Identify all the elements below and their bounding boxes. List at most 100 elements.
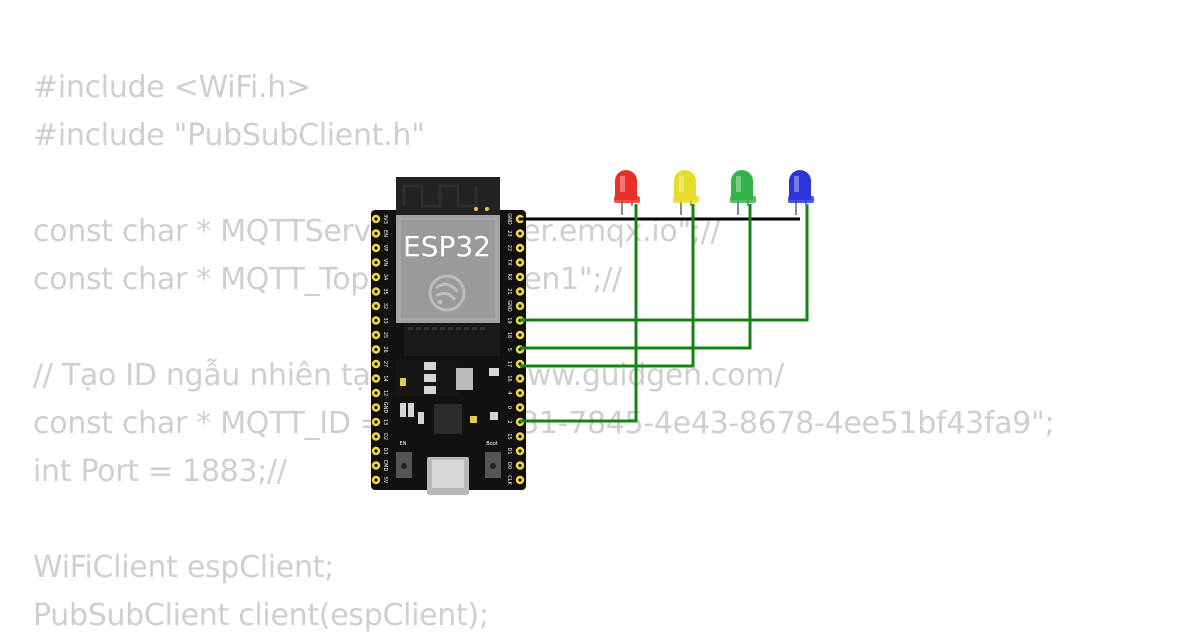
smd-component — [424, 374, 436, 382]
pin-label: 32 — [382, 303, 388, 309]
led-green[interactable] — [730, 170, 756, 215]
antenna-trace-icon — [402, 184, 478, 208]
code-line: #include "PubSubClient.h" — [33, 118, 425, 153]
pin-label: 4 — [506, 391, 512, 394]
espressif-logo-icon — [428, 274, 466, 312]
pin-label: 15 — [506, 433, 512, 439]
code-line: const char * MQTT_Topic = "IoT/den1";// — [33, 262, 622, 297]
pin-label: 17 — [506, 361, 512, 367]
pin-label: 19 — [506, 317, 512, 323]
header-pin-hole — [374, 449, 378, 453]
header-pin-hole — [374, 260, 378, 265]
wire-green-led — [520, 204, 752, 350]
pin-label: D0 — [506, 462, 512, 469]
shield-inner — [399, 218, 497, 320]
smd-component — [489, 368, 499, 376]
pin-label: 5V — [382, 477, 388, 484]
pin-label: 34 — [382, 274, 388, 280]
header-pin-hole — [374, 478, 378, 482]
smd-resistor — [400, 378, 406, 386]
header-pin-hole — [374, 405, 378, 410]
code-line: #include <WiFi.h> — [33, 70, 311, 105]
led-body — [731, 170, 753, 200]
header-pin-hole — [374, 246, 378, 250]
led-body — [789, 170, 811, 200]
header-pin-hole — [374, 391, 378, 395]
pin-label: 33 — [382, 317, 388, 323]
pin-label: 18 — [506, 332, 512, 338]
header-pin-hole — [518, 304, 522, 308]
boot-button-knob — [490, 463, 496, 469]
led-highlight — [620, 176, 625, 192]
header-pin-hole — [518, 275, 522, 279]
pin-label: 25 — [382, 332, 388, 338]
smd-component — [424, 362, 436, 370]
pin-label: D3 — [382, 447, 388, 454]
pin-label: RX — [506, 274, 512, 281]
antenna-led — [485, 207, 489, 211]
smd-component — [408, 403, 414, 417]
esp32-board[interactable]: ESP32 EN Boot — [371, 177, 526, 495]
led-red[interactable] — [614, 170, 640, 215]
pin-label: CLK — [506, 475, 512, 485]
pin-label: CMD — [382, 460, 388, 472]
header-pin-hole — [518, 231, 522, 236]
pin-label: 14 — [382, 375, 388, 381]
pin-label: 35 — [382, 288, 388, 294]
en-button-knob — [401, 463, 407, 469]
wires — [520, 204, 809, 423]
pin-label: GND — [506, 300, 512, 312]
header-pin-hole — [374, 275, 378, 279]
pin-label: 21 — [506, 288, 512, 294]
header-pin-hole — [518, 405, 522, 410]
code-line: WiFiClient espClient; — [33, 550, 334, 585]
pin-label: 12 — [382, 390, 388, 396]
header-pin-hole — [518, 434, 522, 439]
code-line: int Port = 1883;// — [33, 454, 287, 489]
led-yellow[interactable] — [673, 170, 699, 215]
pin-label: 13 — [382, 419, 388, 425]
boot-button-label: Boot — [486, 441, 498, 447]
en-button-label: EN — [400, 441, 407, 447]
pin-label: 3V3 — [382, 214, 388, 224]
code-line: // Tạo ID ngẫu nhiên tại: https://www.gu… — [33, 358, 784, 393]
pin-label: 16 — [506, 375, 512, 381]
header-pin-hole — [518, 391, 522, 395]
board-name: ESP32 — [403, 230, 491, 263]
header-pin-hole — [374, 420, 378, 424]
header-pin-hole — [374, 347, 378, 352]
led-body — [674, 170, 696, 200]
header-pin-hole — [374, 333, 378, 337]
header-pin-hole — [518, 449, 522, 453]
antenna-led — [474, 207, 478, 211]
header-pin-hole — [374, 304, 378, 308]
wire-yellow-led — [520, 204, 695, 368]
usb-uart-chip — [434, 404, 462, 434]
header-pin-hole — [374, 362, 378, 366]
pin-label: 5 — [506, 348, 512, 351]
header-pin-hole — [518, 376, 522, 381]
pin-label: 22 — [506, 245, 512, 251]
left-pin-header: 3V3ENVPVN343532332526271412GND13D2D3CMD5… — [371, 214, 388, 485]
header-pin-hole — [374, 289, 378, 294]
header-pin-hole — [518, 246, 522, 250]
pin-label: EN — [382, 230, 388, 237]
led-group — [614, 170, 814, 215]
led-highlight — [736, 176, 741, 192]
header-pin-hole — [374, 318, 378, 323]
smd-component — [424, 386, 436, 394]
smd-led — [470, 416, 477, 423]
header-pin-hole — [518, 260, 522, 265]
pin-label: VP — [382, 245, 388, 251]
led-blue[interactable] — [788, 170, 814, 215]
smd-component — [418, 412, 424, 424]
module-pad-row — [408, 327, 485, 330]
smd-component — [400, 403, 406, 417]
pin-label: 2 — [506, 420, 512, 423]
header-pin-hole — [518, 333, 522, 337]
wire-blue-led — [520, 204, 809, 322]
micro-usb-inner — [432, 460, 464, 488]
pin-label: D2 — [382, 433, 388, 440]
header-pin-hole — [374, 463, 378, 468]
wire-red-led — [520, 204, 638, 423]
